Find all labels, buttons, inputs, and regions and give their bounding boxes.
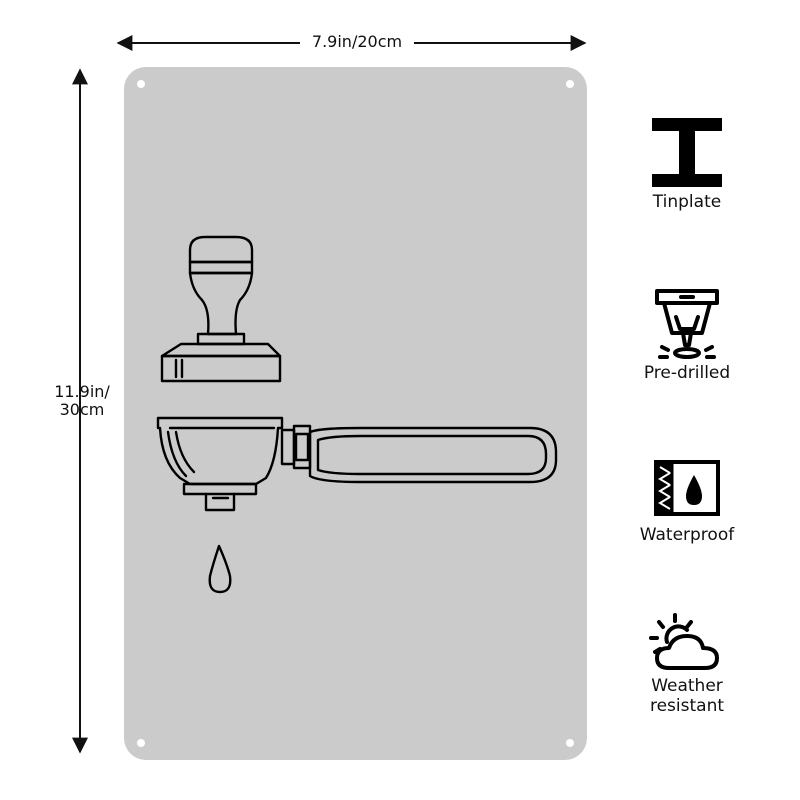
height-label: 11.9in/ 30cm (44, 383, 120, 419)
i-beam-icon (652, 118, 722, 187)
metal-sign (124, 67, 587, 760)
feature-label-weather-line2: resistant (649, 696, 725, 716)
feature-label-tinplate: Tinplate (652, 192, 722, 212)
feature-label-weather-line1: Weather (651, 676, 723, 696)
tamper-icon (160, 235, 282, 383)
sun-cloud-icon (649, 613, 719, 670)
portafilter-icon (156, 416, 558, 512)
feature-waterproof: Waterproof (612, 459, 762, 545)
feature-label-pre-drilled: Pre-drilled (643, 363, 731, 383)
feature-tinplate: Tinplate (612, 116, 762, 212)
mounting-hole-top-right (566, 80, 574, 88)
feature-label-weather-resistant: Weather resistant (612, 676, 762, 716)
width-label: 7.9in/20cm (300, 33, 414, 51)
feature-label-waterproof: Waterproof (639, 525, 735, 545)
height-label-line1: 11.9in/ (54, 382, 110, 401)
mounting-hole-top-left (137, 80, 145, 88)
coffee-drop-icon (208, 544, 232, 594)
mounting-hole-bottom-left (137, 739, 145, 747)
feature-weather-resistant: Weather resistant (612, 612, 762, 716)
water-drop-icon (654, 460, 720, 516)
mounting-hole-bottom-right (566, 739, 574, 747)
feature-pre-drilled: Pre-drilled (612, 287, 762, 383)
drill-icon (655, 289, 719, 359)
height-label-line2: 30cm (59, 400, 105, 419)
